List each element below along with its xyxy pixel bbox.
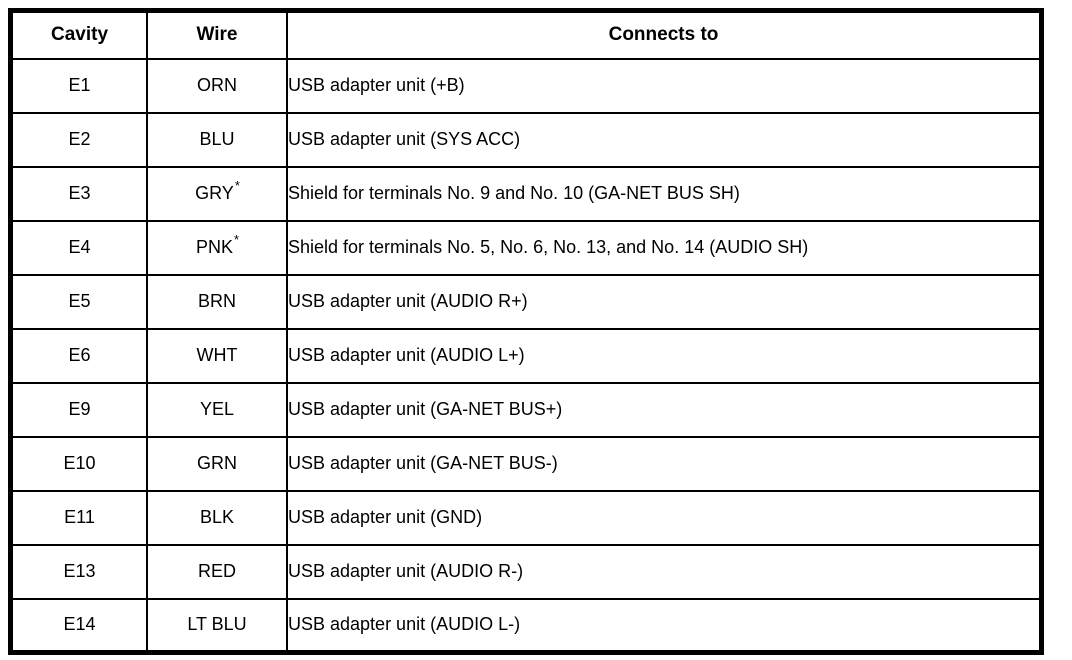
wire-cell: LT BLU xyxy=(146,597,288,654)
table-row: E6 WHT USB adapter unit (AUDIO L+) xyxy=(9,327,1043,384)
connects-to-cell: USB adapter unit (AUDIO L-) xyxy=(286,597,1043,654)
column-header-cavity: Cavity xyxy=(9,9,148,60)
connects-to-cell: Shield for terminals No. 5, No. 6, No. 1… xyxy=(286,219,1043,276)
connects-to-cell: USB adapter unit (AUDIO L+) xyxy=(286,327,1043,384)
table-row: E1 ORN USB adapter unit (+B) xyxy=(9,57,1043,114)
connects-to-cell: USB adapter unit (GND) xyxy=(286,489,1043,546)
table-row: E14 LT BLU USB adapter unit (AUDIO L-) xyxy=(9,597,1043,654)
connects-to-cell: USB adapter unit (GA-NET BUS-) xyxy=(286,435,1043,492)
table-row: E5 BRN USB adapter unit (AUDIO R+) xyxy=(9,273,1043,330)
connects-to-cell: Shield for terminals No. 9 and No. 10 (G… xyxy=(286,165,1043,222)
table-row: E13 RED USB adapter unit (AUDIO R-) xyxy=(9,543,1043,600)
wiring-table: Cavity Wire Connects to E1 ORN USB adapt… xyxy=(8,8,1044,655)
wire-cell: RED xyxy=(146,543,288,600)
cavity-cell: E4 xyxy=(9,219,148,276)
wire-color-code: LT BLU xyxy=(187,614,247,635)
wire-color-code: RED xyxy=(197,561,236,581)
wire-cell: BLU xyxy=(146,111,288,168)
column-header-wire: Wire xyxy=(146,9,288,60)
wire-cell: ORN xyxy=(146,57,288,114)
cavity-cell: E5 xyxy=(9,273,148,330)
table-row: E4 PNK* Shield for terminals No. 5, No. … xyxy=(9,219,1043,276)
wire-color-code: YEL xyxy=(199,399,235,419)
wire-color-code: BLK xyxy=(199,507,235,527)
table-row: E10 GRN USB adapter unit (GA-NET BUS-) xyxy=(9,435,1043,492)
connects-to-cell: USB adapter unit (AUDIO R-) xyxy=(286,543,1043,600)
connects-to-cell: USB adapter unit (SYS ACC) xyxy=(286,111,1043,168)
table-row: E3 GRY* Shield for terminals No. 9 and N… xyxy=(9,165,1043,222)
connects-to-cell: USB adapter unit (+B) xyxy=(286,57,1043,114)
wire-cell: PNK* xyxy=(146,219,288,276)
wire-cell: GRY* xyxy=(146,165,288,222)
cavity-cell: E13 xyxy=(9,543,148,600)
wiring-table-header: Cavity Wire Connects to xyxy=(9,9,1043,60)
cavity-cell: E14 xyxy=(9,597,148,654)
cavity-cell: E1 xyxy=(9,57,148,114)
table-row: E9 YEL USB adapter unit (GA-NET BUS+) xyxy=(9,381,1043,438)
wire-color-code: ORN xyxy=(197,75,237,95)
connects-to-cell: USB adapter unit (AUDIO R+) xyxy=(286,273,1043,330)
wire-footnote-marker: * xyxy=(233,232,240,247)
cavity-cell: E10 xyxy=(9,435,148,492)
wire-color-code: BLU xyxy=(199,129,235,149)
wire-cell: WHT xyxy=(146,327,288,384)
header-row: Cavity Wire Connects to xyxy=(9,9,1043,60)
table-row: E11 BLK USB adapter unit (GND) xyxy=(9,489,1043,546)
cavity-cell: E6 xyxy=(9,327,148,384)
wire-color-code: BRN xyxy=(197,291,236,311)
connects-to-cell: USB adapter unit (GA-NET BUS+) xyxy=(286,381,1043,438)
wire-cell: YEL xyxy=(146,381,288,438)
wire-color-code: GRN xyxy=(197,453,237,473)
wire-footnote-marker: * xyxy=(234,178,240,193)
wire-cell: GRN xyxy=(146,435,288,492)
cavity-cell: E9 xyxy=(9,381,148,438)
wire-color-code: GRY xyxy=(195,183,234,203)
column-header-connects-to: Connects to xyxy=(286,9,1043,60)
table-row: E2 BLU USB adapter unit (SYS ACC) xyxy=(9,111,1043,168)
cavity-cell: E11 xyxy=(9,489,148,546)
cavity-cell: E2 xyxy=(9,111,148,168)
cavity-cell: E3 xyxy=(9,165,148,222)
wire-color-code: WHT xyxy=(196,345,238,365)
wire-cell: BLK xyxy=(146,489,288,546)
wire-color-code: PNK xyxy=(195,237,233,257)
wiring-table-body: E1 ORN USB adapter unit (+B) E2 BLU USB … xyxy=(9,57,1043,654)
wire-cell: BRN xyxy=(146,273,288,330)
